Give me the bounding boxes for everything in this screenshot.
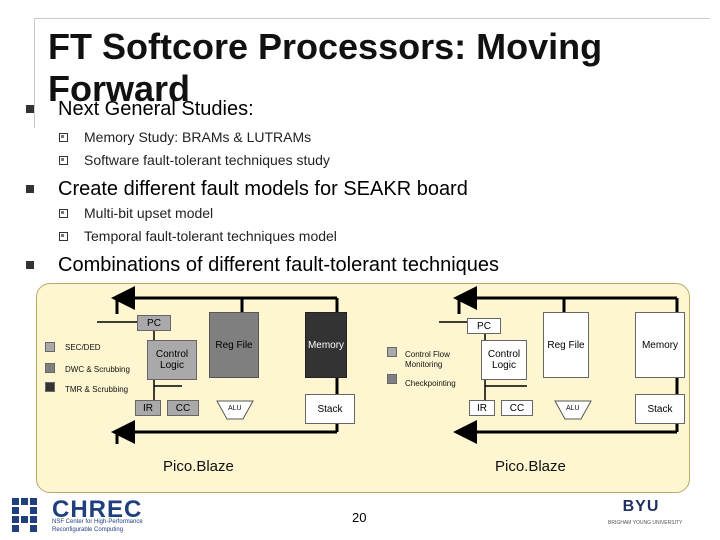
sub-bullet-marker	[59, 156, 68, 165]
sub-bullet-marker	[59, 133, 68, 142]
bullet-text: Next General Studies:	[58, 98, 254, 120]
sub-bullet-text: Temporal fault-tolerant techniques model	[84, 228, 337, 244]
bullet-fault-models: Create different fault models for SEAKR …	[26, 177, 468, 201]
legend-checkpointing: Checkpointing	[405, 379, 456, 388]
chrec-subtitle-2: Reconfigurable Computing	[52, 527, 124, 533]
stack-left: Stack	[305, 394, 355, 424]
slide-title: FT Softcore Processors: Moving Forward	[48, 26, 602, 110]
bullet-text: Combinations of different fault-tolerant…	[58, 254, 500, 276]
legend-sec-ded: SEC/DED	[65, 343, 101, 352]
legend-swatch-dwc	[45, 363, 55, 373]
legend-tmr-scrubbing: TMR & Scrubbing	[65, 385, 129, 394]
memory-right: Memory	[635, 312, 685, 378]
page-number: 20	[352, 510, 367, 525]
sub-bullet: Multi-bit upset model	[59, 204, 214, 222]
memory-left: Memory	[305, 312, 347, 378]
frame-left-line	[34, 18, 35, 128]
ir-register-left: IR	[135, 400, 161, 416]
legend-swatch-tmr	[45, 382, 55, 392]
reg-file-left: Reg File	[209, 312, 259, 378]
sub-bullet: Software fault-tolerant techniques study	[59, 151, 330, 169]
control-logic-left: Control Logic	[147, 340, 197, 380]
byu-logo: BYU BRIGHAM YOUNG UNIVERSITY	[608, 498, 683, 536]
sub-bullet-text: Multi-bit upset model	[84, 205, 214, 221]
processor-diagram: PC Reg File Memory Control Logic IR CC A…	[36, 283, 690, 493]
legend-dwc-scrubbing: DWC & Scrubbing	[65, 365, 130, 374]
bullet-marker	[26, 185, 34, 193]
legend-swatch-sec-ded	[45, 342, 55, 352]
alu-label-left: ALU	[228, 405, 242, 412]
bullet-text: Create different fault models for SEAKR …	[58, 178, 468, 200]
pc-register-left: PC	[137, 315, 171, 331]
byu-wordmark: BYU	[622, 498, 660, 515]
reg-file-right: Reg File	[543, 312, 589, 378]
sub-bullet: Memory Study: BRAMs & LUTRAMs	[59, 128, 312, 146]
alu-label-right: ALU	[566, 405, 580, 412]
diagram-wiring	[97, 286, 679, 444]
bullet-combinations: Combinations of different fault-tolerant…	[26, 253, 500, 277]
alu-shape-left	[216, 400, 254, 420]
sub-bullet-marker	[59, 232, 68, 241]
legend-swatch-checkpointing	[387, 374, 397, 384]
pico-blaze-caption-right: Pico.Blaze	[495, 458, 566, 475]
bullet-marker	[26, 105, 34, 113]
bullet-marker	[26, 261, 34, 269]
byu-subtitle: BRIGHAM YOUNG UNIVERSITY	[608, 520, 683, 526]
chrec-emblem-icon	[12, 498, 37, 532]
frame-top-line	[34, 18, 710, 19]
chrec-subtitle-1: NSF Center for High-Performance	[52, 519, 143, 525]
sub-bullet-marker	[59, 209, 68, 218]
stack-right: Stack	[635, 394, 685, 424]
sub-bullet: Temporal fault-tolerant techniques model	[59, 227, 337, 245]
title-line-2: Forward	[48, 68, 191, 109]
pico-blaze-caption-left: Pico.Blaze	[163, 458, 234, 475]
cc-register-right: CC	[501, 400, 533, 416]
alu-shape-right	[554, 400, 592, 420]
title-line-1: FT Softcore Processors: Moving	[48, 26, 603, 67]
sub-bullet-text: Memory Study: BRAMs & LUTRAMs	[84, 129, 312, 145]
ir-register-right: IR	[469, 400, 495, 416]
bullet-next-studies: Next General Studies:	[26, 97, 254, 121]
pc-register-right: PC	[467, 318, 501, 334]
cc-register-left: CC	[167, 400, 199, 416]
legend-control-flow-monitoring: Control Flow Monitoring	[405, 350, 450, 369]
chrec-logo: CHREC NSF Center for High-Performance Re…	[10, 496, 160, 536]
sub-bullet-text: Software fault-tolerant techniques study	[84, 152, 330, 168]
legend-swatch-control-flow	[387, 347, 397, 357]
chrec-wordmark: CHREC	[52, 496, 143, 523]
control-logic-right: Control Logic	[481, 340, 527, 380]
